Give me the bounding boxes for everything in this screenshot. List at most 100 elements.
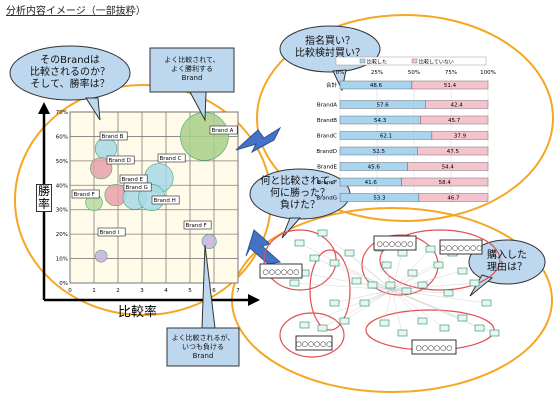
- network-node: [381, 261, 392, 269]
- y-tick-label: 0%: [59, 281, 68, 287]
- brand-compare-callout-tail: [85, 97, 101, 121]
- bar-value-label: 54.3: [374, 118, 387, 124]
- bar-category-label: BrandD: [316, 149, 337, 155]
- top-bubble-callout: [149, 47, 235, 93]
- network-node: [339, 317, 350, 325]
- x-tick-label: 7: [236, 288, 240, 294]
- bar-legend: [335, 56, 487, 66]
- network-edge: [391, 284, 423, 291]
- y-tick-label: 40%: [56, 183, 68, 189]
- network-edge: [321, 289, 393, 329]
- network-node: [457, 267, 468, 275]
- bubble-label-box: [99, 131, 128, 141]
- network-box-label: ○○○○○○: [263, 268, 300, 276]
- network-node: [425, 245, 436, 253]
- network-node: [489, 329, 500, 337]
- network-node: [317, 324, 328, 332]
- bar-value-label: 57.6: [376, 103, 389, 109]
- network-node: [317, 229, 328, 237]
- bubble: [90, 157, 113, 180]
- bar-segment: [411, 80, 489, 90]
- network-node: [433, 261, 444, 269]
- arrow-to-chart: [235, 126, 282, 154]
- network-edge: [391, 270, 463, 291]
- cluster-ellipse: [379, 229, 501, 291]
- brand-compare-callout: [9, 45, 131, 101]
- bubble-label: Brand F: [186, 223, 207, 229]
- network-node: [329, 299, 340, 307]
- bar-category-label: BrandC: [317, 134, 337, 140]
- y-axis-label: 勝率: [36, 184, 52, 212]
- nominated-text: 指名買い？比較検討買い？: [295, 36, 365, 59]
- legend-swatch: [359, 58, 366, 64]
- bar-x-tick: 0%: [336, 70, 345, 76]
- network-edge: [391, 289, 423, 322]
- bar-value-label: 62.1: [380, 134, 392, 140]
- bubble-label: Brand H: [154, 198, 176, 204]
- network-edge: [333, 289, 393, 304]
- brand-compare-text: そのBrandは比較されるのか？そして、勝率は？: [30, 55, 110, 90]
- network-node: [344, 249, 355, 257]
- y-tick-label: 60%: [56, 134, 68, 140]
- x-axis-arrowhead: [248, 294, 260, 306]
- bubble-label-box: [97, 227, 126, 237]
- bar-value-label: 58.4: [439, 180, 452, 186]
- bar-category-label: BrandF: [317, 180, 337, 186]
- purchase-reason-text: 購入した理由は？: [487, 250, 527, 273]
- network-node: [367, 281, 378, 289]
- y-tick-label: 30%: [56, 208, 68, 214]
- bar-segment: [425, 100, 489, 109]
- bar-value-label: 45.6: [368, 165, 381, 171]
- network-node: [443, 289, 454, 297]
- y-tick-label: 50%: [56, 159, 68, 165]
- network-box: [259, 263, 303, 279]
- bubble-label: Brand G: [126, 185, 148, 191]
- network-edge: [313, 257, 393, 291]
- bottom-bubble-callout: [166, 327, 240, 367]
- bar-value-label: 48.6: [370, 83, 383, 89]
- bar-segment: [431, 131, 489, 140]
- network-box: [295, 335, 333, 351]
- what-compared-callout-tail: [281, 217, 302, 239]
- bar-value-label: 45.7: [448, 118, 461, 124]
- network-node: [474, 324, 485, 332]
- network-edge: [293, 282, 393, 291]
- bottom-bubble-callout-tail: [201, 244, 216, 329]
- x-tick-label: 5: [188, 288, 192, 294]
- bar-x-tick: 50%: [408, 70, 420, 76]
- network-node: [417, 317, 428, 325]
- network-node: [289, 279, 300, 287]
- network-edge: [348, 252, 393, 291]
- bar-value-label: 46.7: [447, 196, 460, 202]
- network-box-label: ○○○○○○: [416, 344, 453, 352]
- x-tick-label: 2: [116, 288, 120, 294]
- what-compared-text: 何と比較されて、何に勝った？負けた？: [260, 176, 340, 211]
- cluster-ellipse: [309, 249, 351, 331]
- network-edge: [391, 289, 449, 294]
- network-node: [294, 239, 305, 247]
- bubble-label-box: [106, 155, 135, 165]
- bubble-label-box: [157, 153, 186, 163]
- bubble-label: Brand D: [109, 158, 131, 164]
- bubble: [94, 249, 108, 263]
- legend-label: 比較した: [367, 59, 387, 66]
- network-edge: [303, 289, 393, 326]
- bubble-label-box: [209, 125, 238, 135]
- network-edge: [391, 289, 463, 319]
- x-axis-label: 比較率: [118, 305, 158, 320]
- bar-category-label: BrandB: [317, 118, 337, 124]
- bar-segment: [417, 146, 489, 156]
- network-edge: [391, 248, 431, 291]
- bar-segment: [420, 115, 489, 125]
- arrow-to-network: [245, 229, 282, 265]
- network-node: [397, 249, 408, 257]
- network-node: [397, 329, 408, 337]
- bar-x-tick: 25%: [371, 70, 383, 76]
- network-node: [359, 299, 370, 307]
- bar-category-label: BrandE: [317, 165, 337, 171]
- page-title: 分析内容イメージ（一部抜粋）: [6, 6, 146, 17]
- x-tick-label: 4: [164, 288, 168, 294]
- network-node: [469, 279, 480, 287]
